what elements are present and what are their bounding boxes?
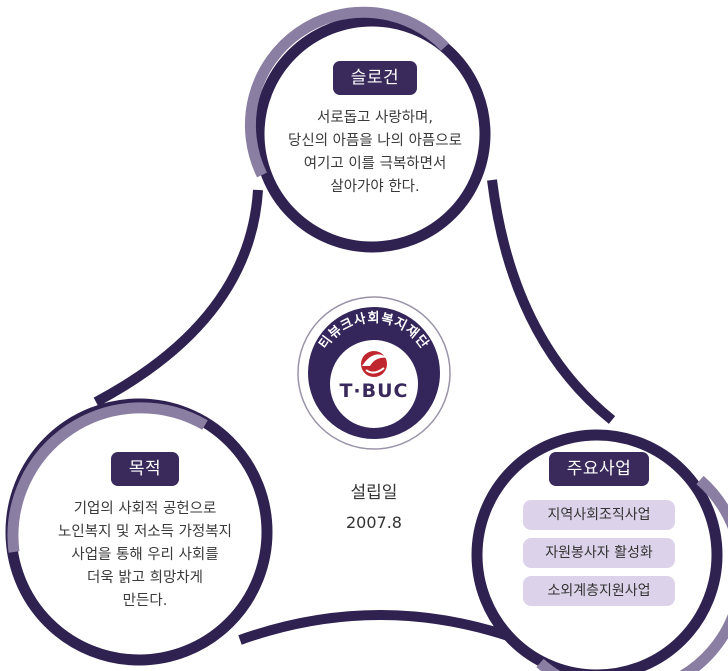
logo-emblem-icon xyxy=(361,351,388,377)
connector-band xyxy=(93,179,616,645)
business-item: 자원봉사자 활성화 xyxy=(523,538,675,568)
slogan-line: 여기고 이를 극복하면서 xyxy=(303,156,447,172)
slogan-circle xyxy=(244,6,491,253)
business-item: 소외계층지원사업 xyxy=(523,576,675,606)
logo-brand-text: T·BUC xyxy=(339,380,409,402)
founding-info: 설립일 2007.8 xyxy=(324,481,424,535)
business-item: 지역사회조직사업 xyxy=(523,500,675,530)
purpose-line: 기업의 사회적 공헌으로 xyxy=(73,501,217,517)
purpose-circle xyxy=(5,398,273,666)
business-list: 지역사회조직사업 자원봉사자 활성화 소외계층지원사업 xyxy=(486,500,712,606)
founding-label: 설립일 xyxy=(350,483,398,503)
purpose-line: 노인복지 및 저소득 가정복지 xyxy=(58,524,232,540)
slogan-line: 서로돕고 사랑하며, xyxy=(317,110,433,126)
slogan-section: 슬로건 서로돕고 사랑하며, 당신의 아픔을 나의 아픔으로 여기고 이를 극복… xyxy=(262,61,488,199)
slogan-line: 살아가야 한다. xyxy=(330,179,420,195)
slogan-title: 슬로건 xyxy=(332,61,418,95)
purpose-section: 목적 기업의 사회적 공헌으로 노인복지 및 저소득 가정복지 사업을 통해 우… xyxy=(20,452,270,613)
purpose-title: 목적 xyxy=(110,452,180,486)
purpose-line: 만든다. xyxy=(122,593,168,609)
foundation-logo: 티뷰크사회복지재단 xyxy=(297,296,451,450)
purpose-description: 기업의 사회적 공헌으로 노인복지 및 저소득 가정복지 사업을 통해 우리 사… xyxy=(20,498,270,613)
slogan-description: 서로돕고 사랑하며, 당신의 아픔을 나의 아픔으로 여기고 이를 극복하면서 … xyxy=(262,107,488,199)
business-title: 주요사업 xyxy=(548,452,650,486)
slogan-line: 당신의 아픔을 나의 아픔으로 xyxy=(288,133,462,149)
founding-date: 2007.8 xyxy=(346,513,402,532)
purpose-line: 사업을 통해 우리 사회를 xyxy=(71,547,219,563)
purpose-line: 더욱 밝고 희망차게 xyxy=(87,570,203,586)
business-section: 주요사업 지역사회조직사업 자원봉사자 활성화 소외계층지원사업 xyxy=(486,452,712,614)
